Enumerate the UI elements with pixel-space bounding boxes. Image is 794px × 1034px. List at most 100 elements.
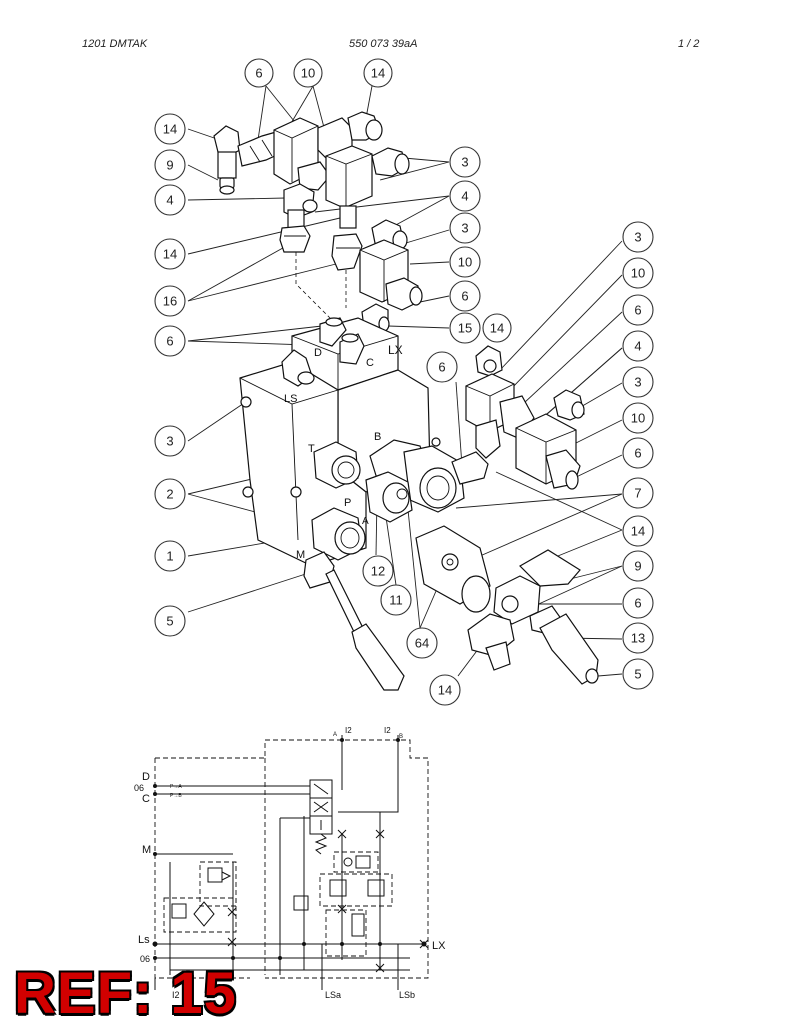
schematic-label-ls: Ls [138, 934, 150, 946]
port-labels: D C LX LS T B P A M [284, 343, 403, 561]
callout: 3 [622, 221, 654, 253]
svg-text:9: 9 [634, 559, 641, 574]
callout: 6 [622, 587, 654, 619]
port-label-a: A [362, 516, 369, 527]
header-part-number: 550 073 39aA [349, 38, 418, 50]
svg-text:4: 4 [461, 189, 468, 204]
port-label-t: T [308, 443, 315, 455]
callout: 3 [449, 212, 481, 244]
callout: 13 [622, 622, 654, 654]
svg-text:10: 10 [301, 66, 315, 81]
svg-text:5: 5 [166, 614, 173, 629]
callout: 5 [154, 605, 186, 637]
schematic-label-lx: LX [432, 940, 446, 952]
callout: 10 [449, 246, 481, 278]
callout: 10 [622, 257, 654, 289]
port-label-m: M [296, 549, 305, 561]
callout: 9 [154, 149, 186, 181]
svg-text:6: 6 [438, 360, 445, 375]
svg-text:14: 14 [631, 524, 645, 539]
port-label-d: D [314, 347, 322, 359]
callout: 14 [622, 515, 654, 547]
schematic-label-m: M [142, 844, 151, 856]
callout: 6 [154, 325, 186, 357]
svg-text:14: 14 [438, 683, 452, 698]
callout: 12 [362, 555, 394, 587]
schematic-label-lsa: LSa [325, 990, 341, 1000]
schematic-label-i2-c: I2 [172, 990, 180, 1000]
callout: 3 [449, 146, 481, 178]
port-label-b: B [374, 431, 381, 443]
schematic-label-d: D [142, 771, 150, 783]
callout: 15 [449, 312, 481, 344]
callout: 1 [154, 540, 186, 572]
callout: 14 [429, 674, 461, 706]
svg-text:7: 7 [634, 486, 641, 501]
svg-text:3: 3 [634, 375, 641, 390]
callouts: 6 10 14 14 9 4 3 4 14 3 10 6 16 6 15 14 … [154, 58, 654, 706]
schematic-label-i2-a: I2 [345, 726, 352, 735]
schematic-label-b: B [399, 734, 403, 740]
callout: 11 [380, 584, 412, 616]
schematic-label-zero: 0 [226, 990, 231, 1000]
callout: 6 [622, 437, 654, 469]
callout: 6 [426, 351, 458, 383]
hydraulic-schematic: D 06 C P→A P→B M Ls 06 LX A I2 I2 B LSa … [134, 726, 446, 1000]
upper-valve-assembly [213, 111, 423, 335]
port-label-p: P [344, 497, 351, 509]
schematic-label-pb: P→B [170, 793, 182, 799]
svg-text:2: 2 [166, 487, 173, 502]
right-upper-assembly [465, 345, 585, 490]
svg-text:15: 15 [458, 321, 472, 336]
schematic-label-a: A [333, 732, 337, 738]
schematic-label-i2-b: I2 [384, 726, 391, 735]
callout: 14 [482, 313, 512, 343]
callout: 9 [622, 550, 654, 582]
callout: 10 [622, 402, 654, 434]
schematic-label-lsb: LSb [399, 990, 415, 1000]
schematic-label-pa: P→A [170, 784, 182, 790]
callout: 10 [293, 58, 323, 88]
callout: 3 [154, 425, 186, 457]
svg-text:13: 13 [631, 631, 645, 646]
callout: 14 [154, 238, 186, 270]
svg-text:6: 6 [255, 66, 262, 81]
svg-text:14: 14 [371, 66, 385, 81]
header-left-code: 1201 DMTAK [82, 38, 148, 50]
header-page-number: 1 / 2 [678, 38, 700, 50]
svg-text:9: 9 [166, 158, 173, 173]
svg-text:10: 10 [631, 266, 645, 281]
callout: 6 [449, 280, 481, 312]
svg-text:64: 64 [415, 636, 429, 651]
svg-text:11: 11 [389, 593, 403, 608]
callout: 4 [622, 330, 654, 362]
svg-text:6: 6 [634, 446, 641, 461]
callout: 4 [154, 184, 186, 216]
svg-text:5: 5 [634, 667, 641, 682]
svg-text:6: 6 [461, 289, 468, 304]
port-label-ls: LS [284, 393, 297, 405]
callout: 5 [622, 658, 654, 690]
svg-text:6: 6 [634, 303, 641, 318]
svg-text:4: 4 [634, 339, 641, 354]
svg-text:12: 12 [371, 564, 385, 579]
schematic-label-06-lower: 06 [140, 954, 150, 964]
svg-text:16: 16 [163, 294, 177, 309]
callout: 14 [363, 58, 393, 88]
main-valve-block [239, 317, 489, 691]
right-lower-assembly [415, 525, 599, 685]
reference-stamp: REF: 15 [14, 961, 237, 1026]
port-label-c: C [366, 357, 374, 369]
callout: 64 [406, 627, 438, 659]
svg-text:6: 6 [634, 596, 641, 611]
port-label-lx: LX [388, 343, 403, 357]
schematic-label-c: C [142, 793, 150, 805]
svg-text:1: 1 [166, 549, 173, 564]
callout: 6 [622, 294, 654, 326]
callout: 6 [244, 58, 274, 88]
callout: 4 [449, 180, 481, 212]
svg-text:14: 14 [163, 122, 177, 137]
callout: 3 [622, 366, 654, 398]
svg-text:3: 3 [166, 434, 173, 449]
